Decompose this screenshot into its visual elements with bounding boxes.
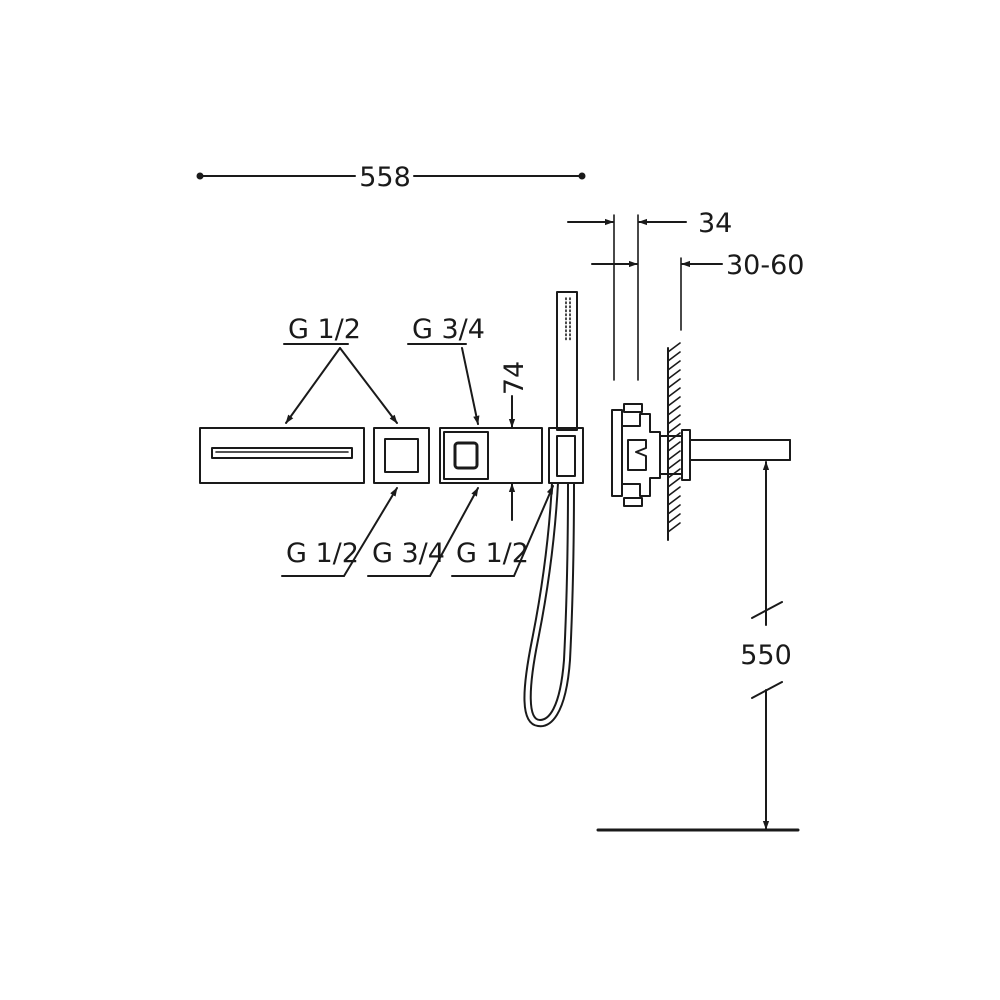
valve-knob-icon (439, 427, 543, 484)
wall-hatch-stroke (667, 432, 681, 443)
wall-hatch-stroke (667, 522, 681, 533)
valve-rear-body (659, 435, 683, 475)
valve-bottom-nut (623, 497, 643, 507)
callout-spout-top: G 1/2 (283, 314, 398, 424)
body-height-label: 74 (499, 361, 530, 395)
diverter-inner (384, 438, 419, 473)
concealed-valve-icon (611, 403, 791, 507)
wall-thickness-label: 30-60 (726, 250, 804, 281)
break-mark-bottom (751, 681, 783, 699)
wall-hatch-stroke (667, 351, 681, 362)
callout-valve-top: G 3/4 (407, 314, 485, 425)
wall-hatch-stroke (667, 387, 681, 398)
valve-rear-flange (681, 429, 691, 481)
wall-hatch-stroke (667, 513, 681, 524)
depth-dimensions: 34 30-60 (567, 208, 804, 381)
wall-hatch-stroke (667, 477, 681, 488)
valve-knob-frame (443, 431, 489, 480)
overall-width-label: 558 (359, 162, 411, 193)
wall-hatch-stroke (667, 342, 681, 353)
valve-top-nut (623, 403, 643, 413)
callout-arrow-to-diverter (339, 347, 398, 424)
wall-hatch-stroke (667, 378, 681, 389)
wall-hatch-stroke (667, 405, 681, 416)
callout-valve-bottom-label: G 3/4 (372, 538, 445, 569)
overall-width-dimension: 558 (196, 162, 586, 193)
shower-holder-inner (556, 435, 576, 477)
wall-hatch-icon (667, 342, 681, 541)
callout-box-bottom: G 1/2 (281, 487, 398, 577)
spout-height-dimension: 550 (596, 461, 800, 832)
wall-hatch-stroke (667, 459, 681, 470)
shower-holder (548, 427, 584, 484)
spout-body (199, 427, 365, 484)
valve-body (439, 427, 543, 484)
wall-hatch-stroke (667, 396, 681, 407)
wall-hatch-stroke (667, 468, 681, 479)
callout-arrow-to-diverter-bottom (343, 487, 398, 577)
hand-shower-icon (548, 291, 584, 484)
wall-hatch-stroke (667, 369, 681, 380)
hose-icon (523, 482, 575, 728)
wall-hatch-stroke (667, 450, 681, 461)
shower-handle (556, 291, 578, 431)
callout-arrow-to-handshower (513, 485, 554, 577)
callout-valve-top-label: G 3/4 (412, 314, 485, 345)
diverter-body (373, 427, 430, 484)
callout-arrow-to-spout (285, 347, 341, 424)
callout-arrow-to-valve-bottom (429, 487, 479, 577)
spout-height-label: 550 (740, 640, 792, 671)
callout-spout-top-label: G 1/2 (288, 314, 361, 345)
valve-housing (621, 413, 661, 497)
callout-handshower-bottom: G 1/2 (451, 485, 554, 577)
wall-hatch-stroke (667, 414, 681, 425)
spout-icon (199, 427, 365, 484)
handshower-depth-label: 34 (698, 208, 732, 239)
body-height-dimension: 74 (499, 361, 530, 521)
wall-hatch-strokes (667, 342, 681, 533)
callout-valve-bottom: G 3/4 (367, 487, 479, 577)
break-mark-top (751, 601, 783, 619)
valve-cartridge (627, 439, 647, 471)
wall-hatch-stroke (667, 360, 681, 371)
hose-outer (529, 482, 569, 721)
callout-arrow-to-valve-top (461, 347, 480, 425)
spout-outlet-slot (211, 447, 353, 459)
diverter-square-icon (373, 427, 430, 484)
wall-hatch-stroke (667, 504, 681, 515)
wall-hatch-stroke (667, 495, 681, 506)
callout-box-bottom-label: G 1/2 (286, 538, 359, 569)
wall-hatch-stroke (667, 486, 681, 497)
valve-flange-front (611, 409, 623, 497)
wall-hatch-stroke (667, 423, 681, 434)
callout-handshower-bottom-label: G 1/2 (456, 538, 529, 569)
valve-knob-handle (453, 441, 479, 470)
wall-hatch-stroke (667, 441, 681, 452)
hose-inner (523, 482, 575, 728)
